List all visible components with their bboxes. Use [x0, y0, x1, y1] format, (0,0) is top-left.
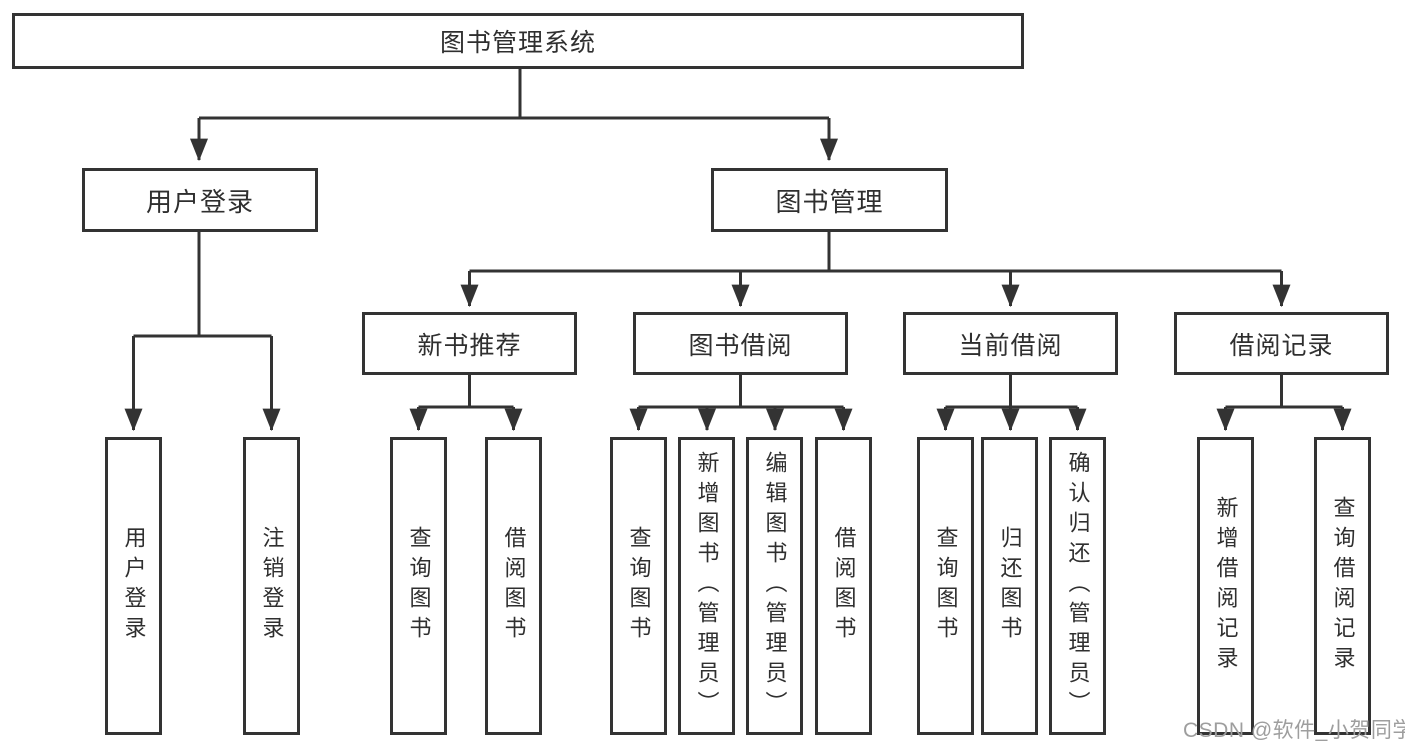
node-leaf-add-borrow-record: 新增借阅记录 [1197, 437, 1254, 735]
node-leaf-add-books-admin: 新增图书（管理员） [678, 437, 735, 735]
node-current-borrowing: 当前借阅 [903, 312, 1118, 375]
csdn-watermark: CSDN @软件_小贺同学 [1183, 719, 1405, 742]
node-leaf-query-books-1: 查询图书 [390, 437, 447, 735]
node-library-management-system: 图书管理系统 [12, 13, 1024, 69]
node-leaf-logout: 注销登录 [243, 437, 300, 735]
node-leaf-return-books: 归还图书 [981, 437, 1038, 735]
node-leaf-query-borrow-record: 查询借阅记录 [1314, 437, 1371, 735]
node-leaf-borrow-books-1: 借阅图书 [485, 437, 542, 735]
node-user-login: 用户登录 [82, 168, 318, 232]
node-leaf-user-login: 用户登录 [105, 437, 162, 735]
node-new-book-recommendation: 新书推荐 [362, 312, 577, 375]
node-book-borrowing: 图书借阅 [633, 312, 848, 375]
node-leaf-edit-books-admin: 编辑图书（管理员） [746, 437, 803, 735]
node-book-management: 图书管理 [711, 168, 948, 232]
node-leaf-confirm-return-admin: 确认归还（管理员） [1049, 437, 1106, 735]
node-leaf-query-books-3: 查询图书 [917, 437, 974, 735]
node-borrowing-records: 借阅记录 [1174, 312, 1389, 375]
node-leaf-borrow-books-2: 借阅图书 [815, 437, 872, 735]
node-leaf-query-books-2: 查询图书 [610, 437, 667, 735]
